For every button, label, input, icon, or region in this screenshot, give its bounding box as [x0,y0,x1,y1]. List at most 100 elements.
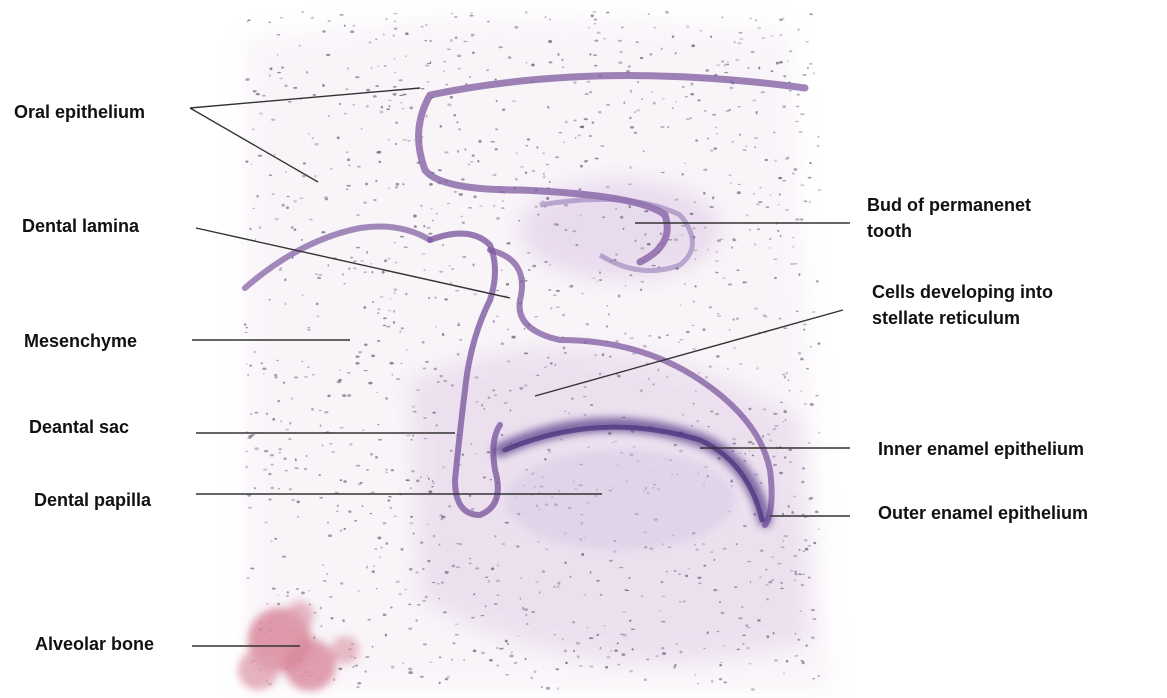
nucleus-dot [395,186,398,189]
nucleus-dot [722,277,726,279]
nucleus-dot [628,183,631,185]
nucleus-dot [794,263,798,265]
nucleus-dot [516,545,519,547]
nucleus-dot [375,456,378,459]
nucleus-dot [811,636,815,639]
nucleus-dot [713,559,715,561]
nucleus-dot [587,81,591,83]
nucleus-dot [340,582,343,584]
nucleus-dot [279,269,283,272]
nucleus-dot [346,67,349,70]
nucleus-dot [376,588,378,589]
nucleus-dot [284,85,287,87]
nucleus-dot [473,593,475,595]
nucleus-dot [514,662,518,664]
nucleus-dot [462,256,466,258]
nucleus-dot [791,511,794,514]
nucleus-dot [340,479,343,481]
nucleus-dot [444,151,448,153]
nucleus-dot [745,282,747,284]
nucleus-dot [548,40,552,43]
nucleus-dot [347,394,351,397]
nucleus-dot [328,115,330,117]
nucleus-dot [381,547,383,549]
nucleus-dot [258,155,262,157]
nucleus-dot [402,662,405,664]
nucleus-dot [644,210,648,212]
nucleus-dot [693,403,695,404]
nucleus-dot [328,534,332,537]
nucleus-dot [564,204,568,206]
nucleus-dot [573,81,577,84]
nucleus-dot [347,372,351,373]
nucleus-dot [285,470,288,471]
nucleus-dot [376,392,378,393]
nucleus-dot [495,128,498,130]
nucleus-dot [246,21,248,23]
nucleus-dot [550,307,552,310]
nucleus-dot [270,464,273,466]
nucleus-dot [563,142,565,144]
nucleus-dot [375,85,379,87]
nucleus-dot [420,676,424,678]
nucleus-dot [301,361,304,362]
nucleus-dot [383,325,386,326]
nucleus-dot [773,632,775,635]
nucleus-dot [263,468,267,470]
nucleus-dot [263,373,265,374]
nucleus-dot [375,38,377,39]
nucleus-dot [372,271,374,274]
nucleus-dot [754,243,756,245]
nucleus-dot [605,666,608,669]
nucleus-dot [393,242,396,243]
nucleus-dot [387,139,390,141]
nucleus-dot [684,163,686,164]
nucleus-dot [630,274,633,276]
nucleus-dot [586,323,589,326]
nucleus-dot [547,449,551,451]
nucleus-dot [493,320,495,323]
nucleus-dot [599,271,601,274]
nucleus-dot [388,187,390,189]
nucleus-dot [330,617,333,619]
nucleus-dot [803,324,807,326]
nucleus-dot [747,67,750,68]
nucleus-dot [488,580,490,583]
nucleus-dot [457,55,461,58]
nucleus-dot [277,400,279,403]
nucleus-dot [692,348,695,350]
nucleus-dot [431,208,433,210]
nucleus-dot [486,451,490,453]
nucleus-dot [661,621,665,623]
nucleus-dot [695,139,698,142]
nucleus-dot [319,410,321,411]
nucleus-dot [647,243,651,246]
nucleus-dot [812,311,815,312]
nucleus-dot [422,568,424,570]
nucleus-dot [729,86,733,89]
nucleus-dot [333,678,335,681]
nucleus-dot [801,574,805,575]
nucleus-dot [497,564,499,566]
nucleus-dot [788,449,792,451]
nucleus-dot [808,545,812,547]
nucleus-dot [462,222,465,225]
nucleus-dot [385,472,388,474]
nucleus-dot [589,665,593,667]
nucleus-dot [413,140,415,141]
nucleus-dot [804,403,807,405]
nucleus-dot [501,434,503,436]
nucleus-dot [708,426,710,427]
nucleus-dot [792,172,795,174]
nucleus-dot [301,591,305,594]
nucleus-dot [319,497,323,499]
nucleus-dot [342,394,346,397]
nucleus-dot [800,390,802,392]
nucleus-dot [527,252,530,254]
nucleus-dot [468,207,472,209]
nucleus-dot [690,83,693,86]
nucleus-dot [630,90,632,93]
nucleus-dot [491,567,494,570]
nucleus-dot [430,61,432,64]
nucleus-dot [717,315,721,317]
